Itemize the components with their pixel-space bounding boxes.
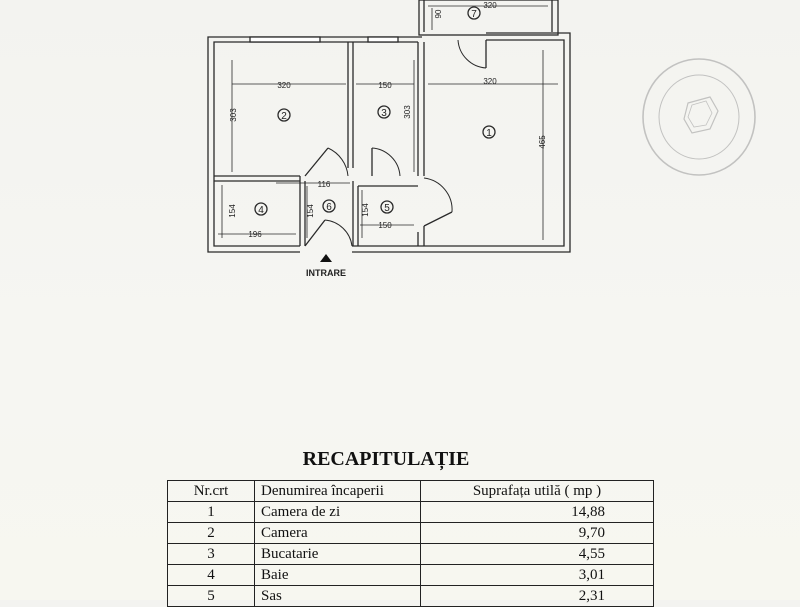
recap-table: Nr.crt Denumirea încaperii Suprafața uti… bbox=[167, 480, 654, 607]
outer-wall-inner bbox=[352, 39, 565, 247]
dim-room7-width: 320 bbox=[483, 1, 497, 10]
window bbox=[249, 36, 321, 43]
door-swing bbox=[327, 147, 349, 177]
floor-plan: 320 90 320 303 150 303 320 465 116 154 1… bbox=[207, 0, 571, 278]
row-nr: 4 bbox=[167, 564, 255, 586]
room-number: 1 bbox=[486, 128, 492, 139]
room-marker bbox=[482, 125, 496, 139]
entrance-arrow-icon bbox=[320, 254, 332, 262]
row-nr: 3 bbox=[167, 543, 255, 565]
door-swing bbox=[324, 219, 353, 247]
recap-title: RECAPITULAȚIE bbox=[302, 448, 470, 470]
door-leaf bbox=[304, 147, 329, 177]
outer-wall bbox=[207, 36, 422, 253]
room-marker bbox=[467, 6, 481, 20]
dim-room5-depth: 154 bbox=[361, 203, 370, 217]
room-marker bbox=[380, 200, 394, 214]
dim-room1-width: 320 bbox=[483, 77, 497, 86]
dim-room3-depth: 303 bbox=[403, 105, 412, 119]
door-leaf bbox=[304, 219, 326, 247]
row-area: 14,88 bbox=[420, 501, 654, 523]
row-nr: 1 bbox=[167, 501, 255, 523]
table-header-row: Nr.crt Denumirea încaperii Suprafața uti… bbox=[167, 480, 654, 502]
row-area: 3,01 bbox=[420, 564, 654, 586]
row-name: Sas bbox=[254, 585, 421, 607]
outer-wall-inner bbox=[213, 41, 418, 247]
room-number: 5 bbox=[384, 203, 390, 214]
row-nr: 2 bbox=[167, 522, 255, 544]
dim-room2-width: 320 bbox=[277, 81, 291, 90]
door-swing bbox=[457, 39, 487, 69]
row-nr: 5 bbox=[167, 585, 255, 607]
entrance-label: INTRARE bbox=[306, 268, 346, 278]
table-row: 4 Baie 3,01 bbox=[167, 564, 654, 586]
room-number: 3 bbox=[381, 108, 387, 119]
window bbox=[367, 36, 399, 43]
door-leaf bbox=[423, 211, 453, 227]
room-number: 2 bbox=[281, 111, 287, 122]
table-row: 2 Camera 9,70 bbox=[167, 522, 654, 544]
room-number: 6 bbox=[326, 202, 332, 213]
room-number: 7 bbox=[471, 9, 477, 20]
row-area: 4,55 bbox=[420, 543, 654, 565]
room-marker bbox=[254, 202, 268, 216]
dim-room4-width: 196 bbox=[248, 230, 262, 239]
row-name: Camera bbox=[254, 522, 421, 544]
row-name: Camera de zi bbox=[254, 501, 421, 523]
door-swing bbox=[371, 147, 401, 177]
room-marker bbox=[377, 105, 391, 119]
dim-room4-depth: 154 bbox=[228, 204, 237, 218]
outer-wall bbox=[352, 32, 571, 253]
dim-room2-depth: 303 bbox=[229, 108, 238, 122]
table-row: 1 Camera de zi 14,88 bbox=[167, 501, 654, 523]
header-nr: Nr.crt bbox=[167, 480, 255, 502]
header-name: Denumirea încaperii bbox=[254, 480, 421, 502]
dim-room1-depth: 465 bbox=[538, 135, 547, 149]
balcony-outline bbox=[418, 0, 559, 36]
dim-hall-width: 116 bbox=[318, 180, 331, 189]
room-number: 4 bbox=[258, 205, 264, 216]
header-area: Suprafața utilă ( mp ) bbox=[420, 480, 654, 502]
row-area: 2,31 bbox=[420, 585, 654, 607]
dim-room7-depth: 90 bbox=[434, 9, 443, 18]
row-name: Baie bbox=[254, 564, 421, 586]
dim-room6-depth: 154 bbox=[306, 204, 315, 218]
table-row: 3 Bucatarie 4,55 bbox=[167, 543, 654, 565]
dim-room3-width: 150 bbox=[378, 81, 392, 90]
stamp-seal-icon bbox=[642, 58, 756, 176]
room-marker bbox=[277, 108, 291, 122]
dim-room5-width: 150 bbox=[378, 221, 392, 230]
room-marker bbox=[322, 199, 336, 213]
door-swing bbox=[423, 177, 453, 213]
row-name: Bucatarie bbox=[254, 543, 421, 565]
table-row: 5 Sas 2,31 bbox=[167, 585, 654, 607]
row-area: 9,70 bbox=[420, 522, 654, 544]
